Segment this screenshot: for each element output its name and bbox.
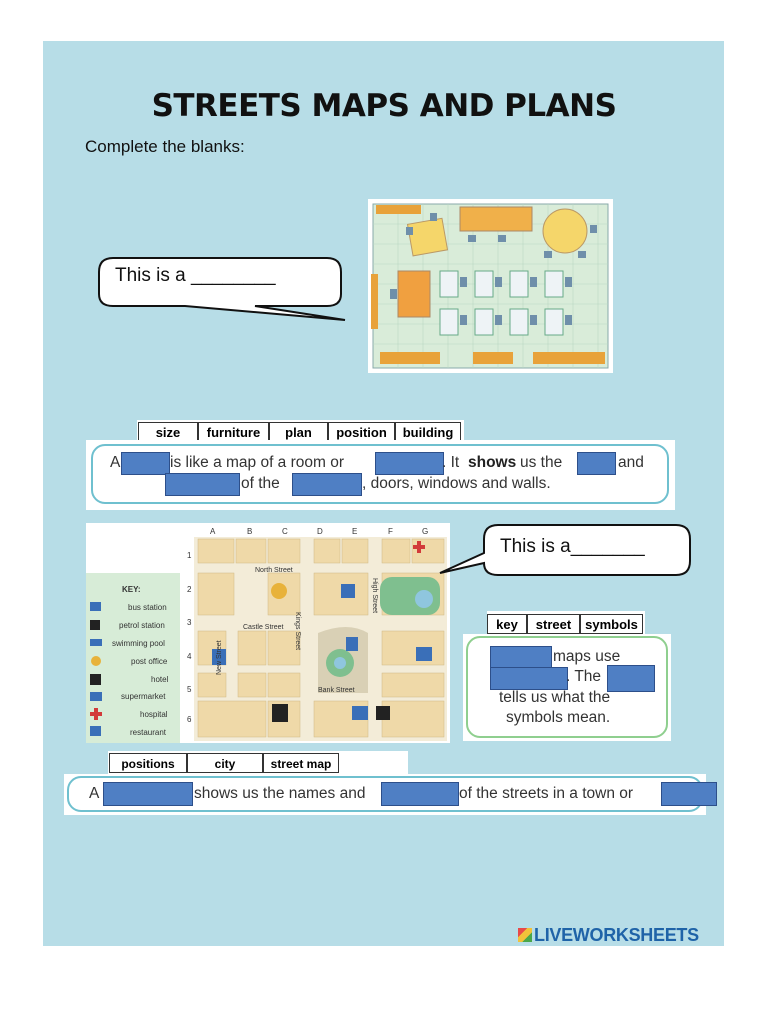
- word-bank-1-item: plan: [269, 422, 328, 442]
- brand-name: LIVEWORKSHEETS: [534, 925, 699, 945]
- sentence-3-word: shows us the names and: [194, 785, 366, 802]
- sentence-2-word: . The: [566, 668, 602, 685]
- map-row-label: 3: [187, 618, 192, 627]
- word-bank-3: positions city street map: [108, 751, 408, 775]
- speech-bubble-1-shape: [98, 257, 346, 321]
- sentence-1-word: , doors, windows and walls.: [362, 475, 551, 492]
- restaurant-icon: [90, 726, 101, 736]
- map-key-item: supermarket: [121, 692, 166, 701]
- classroom-plan-drawing: [371, 203, 609, 369]
- map-key-item: restaurant: [130, 728, 167, 737]
- word-bank-2-item: symbols: [580, 613, 643, 634]
- map-column-label: A: [210, 527, 216, 536]
- sentence-1-word: and: [618, 454, 644, 471]
- instruction-text: Complete the blanks:: [85, 137, 245, 156]
- map-key-item: bus station: [128, 603, 167, 612]
- street-map-drawing: [86, 537, 447, 743]
- map-row-label: 5: [187, 685, 192, 694]
- street-map-image: [86, 523, 450, 743]
- petrol-station-icon: [90, 620, 100, 630]
- sentence-2-word: maps use: [553, 648, 621, 665]
- map-key-title: KEY:: [122, 585, 141, 594]
- map-column-label: B: [247, 527, 253, 536]
- answer-blank[interactable]: [292, 473, 362, 496]
- map-column-label: G: [422, 527, 429, 536]
- speech-bubble-2-text: This is a_______: [500, 536, 645, 557]
- map-row-label: 6: [187, 715, 192, 724]
- word-bank-1-item: position: [328, 422, 395, 442]
- answer-blank[interactable]: [103, 782, 193, 806]
- map-column-label: E: [352, 527, 358, 536]
- sentence-3-word: of the streets in a town or: [459, 785, 634, 802]
- word-bank-2: key street symbols: [487, 611, 645, 636]
- post-office-icon: [91, 656, 101, 666]
- word-bank-1-item: building: [395, 422, 461, 442]
- sentence-2-word: symbols mean.: [506, 709, 611, 726]
- answer-blank[interactable]: [375, 452, 444, 475]
- word-bank-3-item: city: [187, 753, 263, 773]
- sentence-2-word: tells us what the: [499, 689, 611, 706]
- map-key-item: swimming pool: [112, 639, 165, 648]
- bus-station-icon: [90, 602, 101, 611]
- map-row-label: 2: [187, 585, 192, 594]
- panel-frame: [91, 444, 669, 504]
- sentence-1-word: is like a map of a room or: [170, 454, 345, 471]
- answer-blank[interactable]: [490, 667, 568, 690]
- map-key-item: hospital: [140, 710, 168, 719]
- hotel-icon: [90, 674, 101, 685]
- word-bank-1-item: size: [138, 422, 198, 442]
- map-key-item: post office: [131, 657, 168, 666]
- map-row-label: 4: [187, 652, 192, 661]
- answer-blank[interactable]: [607, 665, 655, 692]
- panel-frame: [466, 636, 668, 738]
- map-row-label: 1: [187, 551, 192, 560]
- answer-blank[interactable]: [121, 452, 170, 475]
- sentence-1-word: us the: [520, 454, 563, 471]
- answer-blank[interactable]: [490, 646, 552, 669]
- map-column-label: F: [388, 527, 393, 536]
- word-bank-3-item: street map: [263, 753, 339, 773]
- street-name: North Street: [255, 567, 293, 574]
- word-bank-1-item: furniture: [198, 422, 269, 442]
- sentence-1-word: A: [110, 454, 121, 471]
- swimming-pool-icon: [90, 639, 102, 646]
- street-name: Bank Street: [318, 687, 355, 694]
- word-bank-3-item: positions: [109, 753, 187, 773]
- sentence-1-word: . It: [442, 454, 460, 471]
- map-key-item: petrol station: [119, 621, 165, 630]
- page-title: STREETS MAPS AND PLANS: [151, 88, 617, 124]
- answer-blank[interactable]: [661, 782, 717, 806]
- speech-bubble-2-shape: [439, 524, 691, 576]
- street-name: New Street: [216, 640, 223, 675]
- map-column-label: D: [317, 527, 323, 536]
- answer-blank[interactable]: [577, 452, 616, 475]
- word-bank-2-item: street: [527, 613, 580, 634]
- street-name: High Street: [371, 578, 378, 614]
- sentence-3-word: A: [89, 785, 100, 802]
- hospital-icon: [90, 708, 102, 720]
- map-key-icons: [90, 602, 102, 736]
- speech-bubble-1-text: This is a ________: [115, 265, 276, 286]
- logo-mark-icon: [518, 928, 532, 942]
- answer-blank[interactable]: [381, 782, 459, 806]
- sentence-1-word-bold: shows: [468, 454, 517, 471]
- liveworksheets-logo: LIVEWORKSHEETS: [518, 925, 699, 946]
- sentence-1-word: of the: [241, 475, 280, 492]
- street-name: Castle Street: [243, 624, 284, 631]
- map-key-item: hotel: [151, 675, 169, 684]
- word-bank-2-item: key: [487, 613, 527, 634]
- classroom-plan-image: [368, 199, 613, 373]
- answer-blank[interactable]: [165, 473, 240, 496]
- street-name: Kings Street: [294, 612, 301, 651]
- map-column-label: C: [282, 527, 288, 536]
- supermarket-icon: [90, 692, 102, 701]
